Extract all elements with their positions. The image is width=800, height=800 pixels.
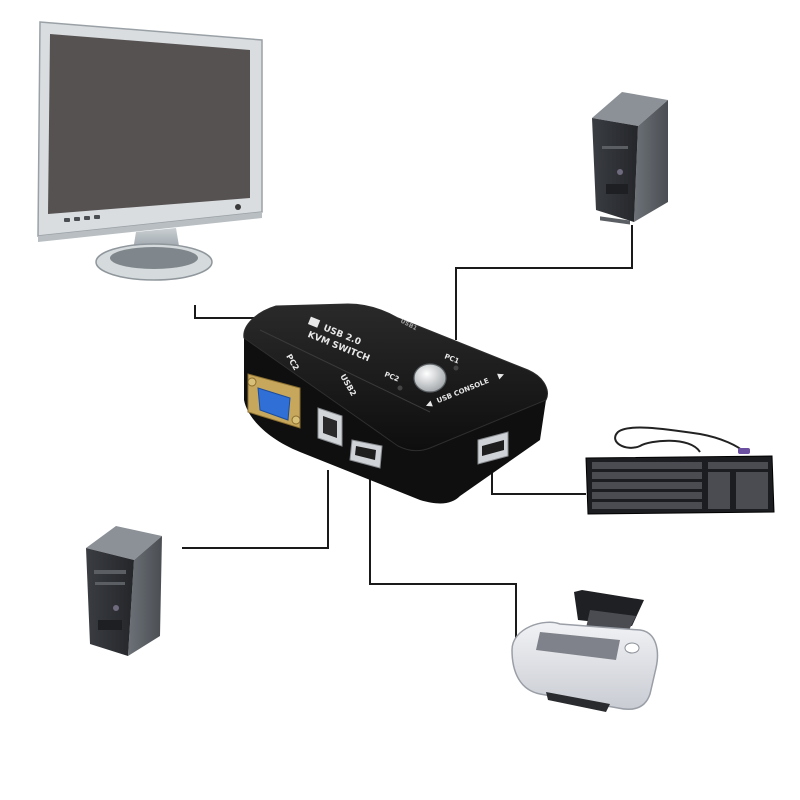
- usb-a-port-front: [349, 439, 383, 469]
- tower-front: [86, 548, 134, 656]
- printer: [511, 590, 659, 712]
- cable-printer: [369, 470, 517, 640]
- vga-port: [247, 373, 301, 429]
- cable-keyboard: [491, 470, 586, 495]
- switch-front: [244, 338, 546, 504]
- tower-side: [128, 536, 162, 656]
- monitor: [37, 21, 263, 281]
- switch-top: [243, 303, 548, 452]
- keyboard-keys: [592, 462, 768, 509]
- led-pc2-indicator: [397, 385, 403, 391]
- usb-a-port-console: [477, 431, 509, 465]
- led-pc1-indicator: [453, 365, 459, 371]
- tower-side: [634, 100, 668, 222]
- monitor-screen: [48, 34, 250, 214]
- power-led: [235, 204, 241, 210]
- monitor-buttons: [64, 215, 100, 222]
- keyboard-cord: [614, 426, 745, 453]
- printer-button: [624, 642, 640, 654]
- keyboard: [585, 426, 775, 515]
- power-button: [617, 169, 623, 175]
- kvm-switch: USB 2.0 KVM SWITCH PC2 USB2 USB1 PC1 PC2…: [243, 303, 548, 504]
- power-button: [113, 605, 119, 611]
- printer-body: [511, 621, 659, 710]
- cable-pc1: [455, 225, 633, 340]
- cable-pc2: [182, 470, 329, 549]
- left-arrow-icon: ◀: [424, 399, 434, 410]
- tower-front: [592, 118, 638, 222]
- select-button[interactable]: [413, 363, 447, 393]
- usb-b-port: [317, 407, 343, 447]
- pc-tower-1: [592, 92, 668, 225]
- pc-tower-2: [86, 526, 162, 656]
- right-arrow-icon: ▶: [496, 369, 506, 380]
- usb-logo-icon: [307, 316, 321, 328]
